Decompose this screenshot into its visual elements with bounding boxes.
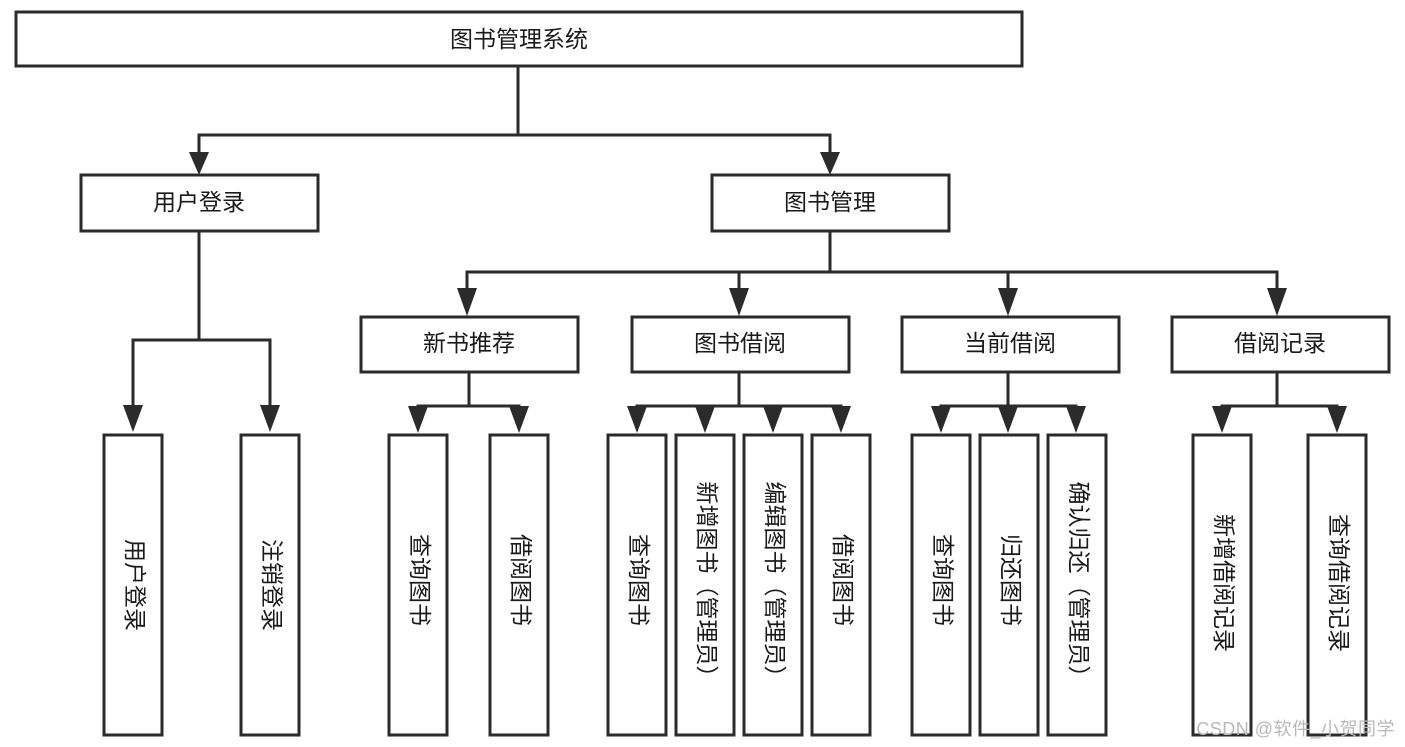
node-leaf-edit-book[interactable]: 编辑图书（管理员） xyxy=(742,433,804,737)
node-leaf-query-book-2-box[interactable] xyxy=(606,433,668,737)
node-user-login[interactable]: 用户登录 xyxy=(79,173,320,233)
node-user-login-box[interactable] xyxy=(79,173,320,233)
arrow-head-leaf-query-record xyxy=(1327,406,1347,433)
arrow-head-leaf-logout-login xyxy=(260,405,280,432)
node-book-borrow-box[interactable] xyxy=(630,315,851,374)
node-user-login-label: 用户登录 xyxy=(153,189,245,215)
node-leaf-logout-login-label: 注销登录 xyxy=(259,539,285,631)
node-root-label: 图书管理系统 xyxy=(450,26,588,52)
node-leaf-add-record-label: 新增借阅记录 xyxy=(1211,514,1237,652)
arrow-head-current-borrow xyxy=(998,288,1018,316)
node-book-management-label: 图书管理 xyxy=(784,189,876,215)
arrow-head-leaf-user-login xyxy=(123,405,143,432)
node-leaf-logout-login[interactable]: 注销登录 xyxy=(239,433,301,737)
node-leaf-confirm-return[interactable]: 确认归还（管理员） xyxy=(1046,433,1108,737)
node-leaf-query-book-1-box[interactable] xyxy=(387,433,449,737)
arrow-head-leaf-edit-book xyxy=(763,406,783,433)
connector-layer xyxy=(123,64,1347,433)
node-root-box[interactable] xyxy=(14,10,1024,68)
node-leaf-confirm-return-label: 确认归还（管理员） xyxy=(1066,482,1092,689)
node-book-management-box[interactable] xyxy=(710,173,951,233)
arrow-head-book-borrow xyxy=(729,288,749,316)
node-leaf-query-book-1[interactable]: 查询图书 xyxy=(387,433,449,737)
node-leaf-return-book-box[interactable] xyxy=(978,433,1040,737)
node-leaf-return-book[interactable]: 归还图书 xyxy=(978,433,1040,737)
arrow-head-leaf-borrow-book-2 xyxy=(831,406,851,433)
node-leaf-add-record[interactable]: 新增借阅记录 xyxy=(1191,433,1253,737)
node-leaf-user-login-label: 用户登录 xyxy=(122,539,148,631)
node-leaf-add-book-label: 新增图书（管理员） xyxy=(694,482,720,689)
node-leaf-borrow-book-1[interactable]: 借阅图书 xyxy=(488,433,550,737)
node-leaf-query-book-3-label: 查询图书 xyxy=(930,534,956,626)
node-book-borrow[interactable]: 图书借阅 xyxy=(630,315,851,374)
node-leaf-logout-login-box[interactable] xyxy=(239,433,301,737)
arrow-head-borrow-record xyxy=(1267,288,1287,316)
node-leaf-borrow-book-2-label: 借阅图书 xyxy=(830,534,856,626)
arrow-head-book-management xyxy=(820,152,840,175)
node-leaf-borrow-book-2[interactable]: 借阅图书 xyxy=(810,433,872,737)
arrow-head-leaf-confirm-return xyxy=(1066,406,1086,433)
node-book-borrow-label: 图书借阅 xyxy=(694,330,786,356)
node-leaf-confirm-return-box[interactable] xyxy=(1046,433,1108,737)
node-leaf-user-login[interactable]: 用户登录 xyxy=(102,433,164,737)
node-leaf-user-login-box[interactable] xyxy=(102,433,164,737)
node-leaf-query-book-3[interactable]: 查询图书 xyxy=(910,433,972,737)
node-leaf-query-book-1-label: 查询图书 xyxy=(407,534,433,626)
arrow-head-leaf-borrow-book-1 xyxy=(509,406,529,433)
arrow-head-leaf-query-book-3 xyxy=(931,406,951,433)
arrow-head-leaf-query-book-1 xyxy=(408,406,428,433)
node-new-book-recommend-label: 新书推荐 xyxy=(423,330,515,356)
node-leaf-query-book-2[interactable]: 查询图书 xyxy=(606,433,668,737)
arrow-head-leaf-add-record xyxy=(1212,406,1232,433)
node-current-borrow-box[interactable] xyxy=(900,315,1121,374)
node-leaf-query-book-2-label: 查询图书 xyxy=(626,534,652,626)
node-new-book-recommend[interactable]: 新书推荐 xyxy=(359,315,580,374)
node-leaf-return-book-label: 归还图书 xyxy=(998,534,1024,626)
node-borrow-record-box[interactable] xyxy=(1170,315,1391,374)
node-leaf-add-record-box[interactable] xyxy=(1191,433,1253,737)
node-book-management[interactable]: 图书管理 xyxy=(710,173,951,233)
arrow-head-new-book-recommend xyxy=(457,288,477,316)
arrow-head-leaf-query-book-2 xyxy=(627,406,647,433)
node-leaf-add-book[interactable]: 新增图书（管理员） xyxy=(674,433,736,737)
node-leaf-borrow-book-1-box[interactable] xyxy=(488,433,550,737)
node-borrow-record[interactable]: 借阅记录 xyxy=(1170,315,1391,374)
node-current-borrow[interactable]: 当前借阅 xyxy=(900,315,1121,374)
node-leaf-query-record-box[interactable] xyxy=(1306,433,1368,737)
node-borrow-record-label: 借阅记录 xyxy=(1234,330,1326,356)
node-root[interactable]: 图书管理系统 xyxy=(14,10,1024,68)
node-leaf-edit-book-box[interactable] xyxy=(742,433,804,737)
arrow-head-user-login xyxy=(189,152,209,175)
node-leaf-borrow-book-2-box[interactable] xyxy=(810,433,872,737)
node-leaf-add-book-box[interactable] xyxy=(674,433,736,737)
node-new-book-recommend-box[interactable] xyxy=(359,315,580,374)
node-leaf-borrow-book-1-label: 借阅图书 xyxy=(508,534,534,626)
arrow-head-leaf-add-book xyxy=(695,406,715,433)
node-leaf-edit-book-label: 编辑图书（管理员） xyxy=(762,482,788,689)
arrow-head-leaf-return-book xyxy=(998,406,1018,433)
node-current-borrow-label: 当前借阅 xyxy=(964,330,1056,356)
node-leaf-query-record-label: 查询借阅记录 xyxy=(1326,514,1352,652)
node-leaf-query-record[interactable]: 查询借阅记录 xyxy=(1306,433,1368,737)
node-leaf-query-book-3-box[interactable] xyxy=(910,433,972,737)
